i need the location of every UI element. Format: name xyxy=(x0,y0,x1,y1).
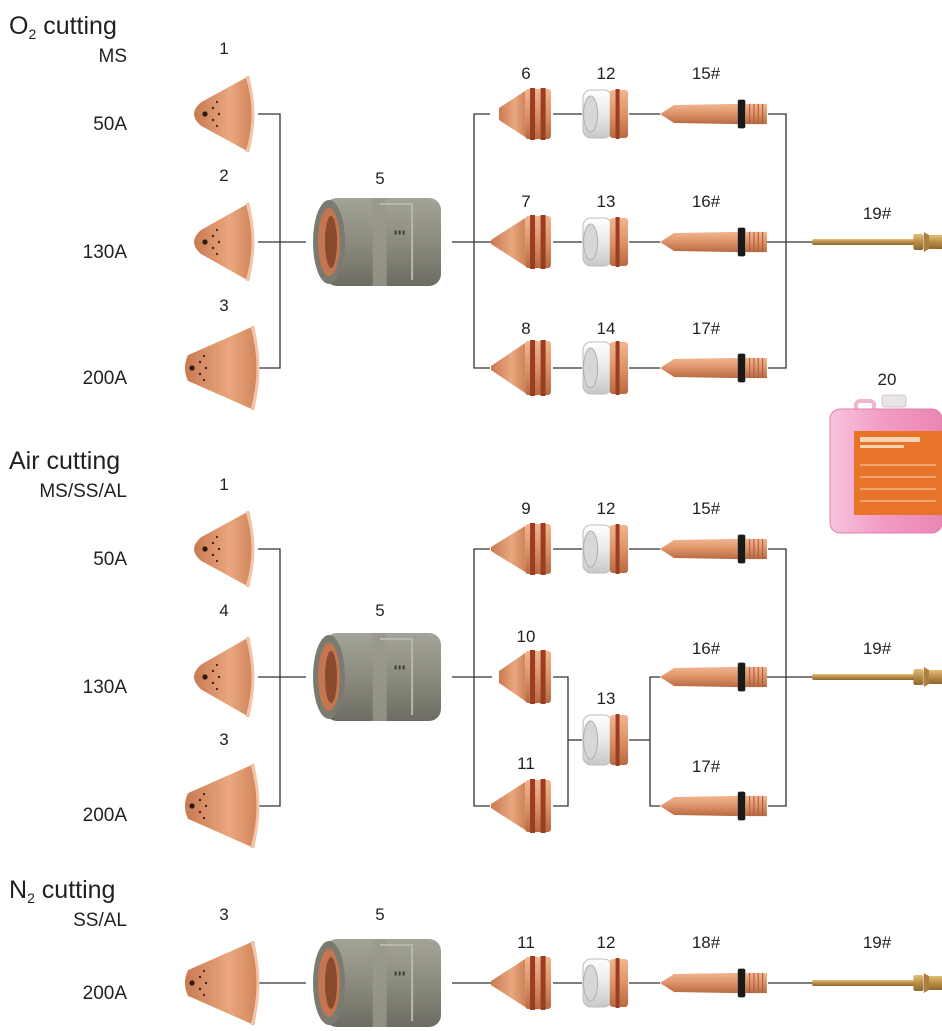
copper-electrode-icon xyxy=(660,788,768,824)
white-swirl-ring-icon xyxy=(581,86,629,142)
copper-nozzle-icon xyxy=(491,776,553,836)
n2-material-label: SS/AL xyxy=(73,911,127,930)
copper-electrode-icon xyxy=(660,96,768,132)
part-number: 3 xyxy=(204,731,244,748)
o2-amp-50: 50A xyxy=(93,115,127,134)
white-swirl-ring-icon xyxy=(581,711,629,769)
copper-nozzle-icon xyxy=(491,212,553,272)
part-number: 10 xyxy=(506,628,546,645)
n2-amp-200: 200A xyxy=(83,984,127,1003)
copper-nozzle-icon xyxy=(491,520,553,578)
brass-cooling-tube-icon xyxy=(812,967,942,999)
air-cutting-heading: Air cutting xyxy=(9,449,120,474)
part-number: 17# xyxy=(686,758,726,775)
part-number: 1 xyxy=(204,40,244,57)
part-number: 15# xyxy=(686,65,726,82)
o2-material-label: MS xyxy=(99,47,128,66)
part-number: 3 xyxy=(204,906,244,923)
air-material-label: MS/SS/AL xyxy=(39,482,127,501)
o2-amp-130: 130A xyxy=(83,243,127,262)
copper-shield-cap-icon xyxy=(187,507,259,591)
part-number: 19# xyxy=(857,205,897,222)
copper-shield-cap-icon xyxy=(187,72,259,156)
air-amp-50: 50A xyxy=(93,550,127,569)
brass-cooling-tube-icon xyxy=(812,226,942,258)
part-number: 18# xyxy=(686,934,726,951)
copper-nozzle-icon xyxy=(491,337,553,399)
copper-shield-cap-icon xyxy=(187,199,259,285)
part-number: 19# xyxy=(857,640,897,657)
part-number: 20 xyxy=(867,371,907,388)
copper-nozzle-icon xyxy=(491,953,553,1013)
copper-nozzle-icon xyxy=(491,85,553,143)
white-swirl-ring-icon xyxy=(581,521,629,577)
copper-nozzle-icon xyxy=(491,647,553,707)
o2-cutting-heading: O2 cutting xyxy=(9,14,117,39)
part-number: 5 xyxy=(360,170,400,187)
white-swirl-ring-icon xyxy=(581,955,629,1011)
part-number: 19# xyxy=(857,934,897,951)
part-number: 11 xyxy=(506,755,546,772)
part-number: 13 xyxy=(586,690,626,707)
copper-electrode-icon xyxy=(660,531,768,567)
part-number: 5 xyxy=(360,906,400,923)
brass-cooling-tube-icon xyxy=(812,661,942,693)
part-number: 9 xyxy=(506,500,546,517)
part-number: 4 xyxy=(204,602,244,619)
part-number: 13 xyxy=(586,193,626,210)
white-swirl-ring-icon xyxy=(581,338,629,398)
copper-electrode-icon xyxy=(660,659,768,695)
part-number: 3 xyxy=(204,297,244,314)
part-number: 12 xyxy=(586,500,626,517)
grey-retaining-cap-icon xyxy=(307,194,453,290)
copper-electrode-icon xyxy=(660,224,768,260)
part-number: 17# xyxy=(686,320,726,337)
copper-shield-cap-icon xyxy=(182,322,264,414)
part-number: 8 xyxy=(506,320,546,337)
part-number: 16# xyxy=(686,640,726,657)
part-number: 12 xyxy=(586,65,626,82)
white-swirl-ring-icon xyxy=(581,214,629,270)
grey-retaining-cap-icon xyxy=(307,935,453,1031)
o2-amp-200: 200A xyxy=(83,369,127,388)
part-number: 5 xyxy=(360,602,400,619)
copper-electrode-icon xyxy=(660,350,768,386)
part-number: 11 xyxy=(506,934,546,951)
part-number: 2 xyxy=(204,167,244,184)
grey-retaining-cap-icon xyxy=(307,629,453,725)
copper-shield-cap-icon xyxy=(187,633,259,721)
pink-coolant-canister-icon xyxy=(826,395,942,533)
air-amp-200: 200A xyxy=(83,806,127,825)
part-number: 15# xyxy=(686,500,726,517)
part-number: 14 xyxy=(586,320,626,337)
part-number: 16# xyxy=(686,193,726,210)
copper-shield-cap-icon xyxy=(182,937,264,1029)
n2-cutting-heading: N2 cutting xyxy=(9,878,115,903)
part-number: 7 xyxy=(506,193,546,210)
copper-electrode-icon xyxy=(660,965,768,1001)
copper-shield-cap-icon xyxy=(182,760,264,852)
part-number: 1 xyxy=(204,476,244,493)
part-number: 6 xyxy=(506,65,546,82)
part-number: 12 xyxy=(586,934,626,951)
air-amp-130: 130A xyxy=(83,678,127,697)
